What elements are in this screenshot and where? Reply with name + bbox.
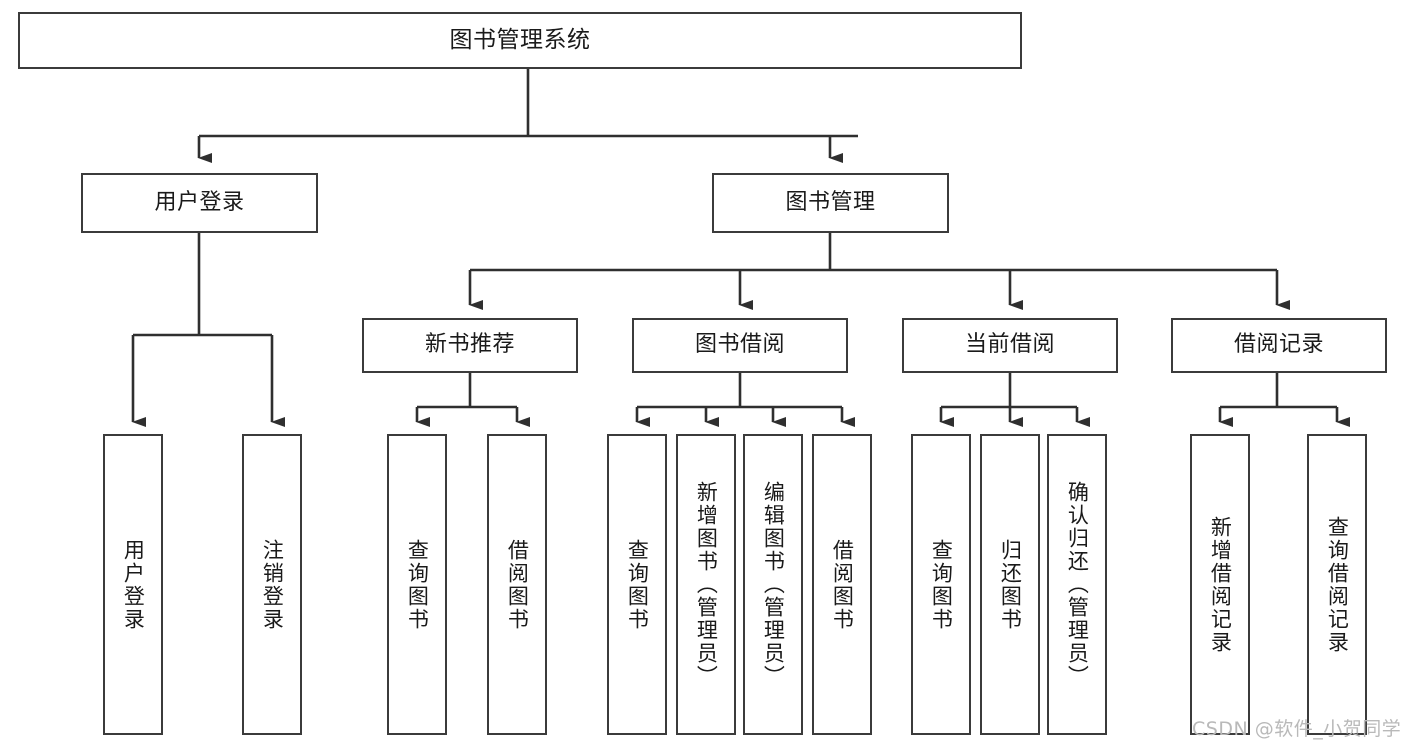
node-root-label: 图书管理系统 <box>449 26 591 53</box>
node-borrow-record[interactable]: 借阅记录 <box>1171 318 1387 373</box>
leaf-current-borrow-return-book[interactable]: 归还图书 <box>980 434 1040 735</box>
node-book-borrow-label: 图书借阅 <box>694 332 785 358</box>
leaf-user-login-login-label: 用户登录 <box>121 538 146 631</box>
leaf-user-login-login[interactable]: 用户登录 <box>103 434 163 735</box>
leaf-current-borrow-confirm-return-label: 确认归还（管理员） <box>1065 481 1090 688</box>
node-user-login-label: 用户登录 <box>154 189 245 215</box>
leaf-borrow-record-query-record-label: 查询借阅记录 <box>1325 515 1350 654</box>
leaf-book-borrow-query-book-label: 查询图书 <box>625 538 650 631</box>
node-book-borrow[interactable]: 图书借阅 <box>632 318 848 373</box>
node-new-book-recommend[interactable]: 新书推荐 <box>362 318 578 373</box>
leaf-user-login-logout-label: 注销登录 <box>260 538 285 631</box>
leaf-borrow-record-add-record-label: 新增借阅记录 <box>1208 515 1233 654</box>
leaf-current-borrow-return-book-label: 归还图书 <box>998 538 1023 631</box>
node-book-management-label: 图书管理 <box>785 189 876 215</box>
leaf-new-book-borrow-book[interactable]: 借阅图书 <box>487 434 547 735</box>
node-current-borrow[interactable]: 当前借阅 <box>902 318 1118 373</box>
leaf-user-login-logout[interactable]: 注销登录 <box>242 434 302 735</box>
leaf-new-book-query-book-label: 查询图书 <box>405 538 430 631</box>
leaf-book-borrow-edit-book-label: 编辑图书（管理员） <box>761 481 786 688</box>
leaf-new-book-query-book[interactable]: 查询图书 <box>387 434 447 735</box>
node-borrow-record-label: 借阅记录 <box>1233 332 1324 358</box>
node-user-login[interactable]: 用户登录 <box>81 173 318 233</box>
leaf-current-borrow-query-book-label: 查询图书 <box>929 538 954 631</box>
node-book-management[interactable]: 图书管理 <box>712 173 949 233</box>
node-root-book-management-system[interactable]: 图书管理系统 <box>18 12 1022 69</box>
leaf-book-borrow-add-book-label: 新增图书（管理员） <box>694 481 719 688</box>
leaf-book-borrow-query-book[interactable]: 查询图书 <box>607 434 667 735</box>
leaf-book-borrow-borrow-book-label: 借阅图书 <box>830 538 855 631</box>
node-new-book-recommend-label: 新书推荐 <box>424 332 515 358</box>
leaf-book-borrow-borrow-book[interactable]: 借阅图书 <box>812 434 872 735</box>
leaf-current-borrow-query-book[interactable]: 查询图书 <box>911 434 971 735</box>
leaf-borrow-record-add-record[interactable]: 新增借阅记录 <box>1190 434 1250 735</box>
leaf-current-borrow-confirm-return[interactable]: 确认归还（管理员） <box>1047 434 1107 735</box>
leaf-borrow-record-query-record[interactable]: 查询借阅记录 <box>1307 434 1367 735</box>
node-current-borrow-label: 当前借阅 <box>964 332 1055 358</box>
leaf-book-borrow-edit-book[interactable]: 编辑图书（管理员） <box>743 434 803 735</box>
leaf-book-borrow-add-book[interactable]: 新增图书（管理员） <box>676 434 736 735</box>
leaf-new-book-borrow-book-label: 借阅图书 <box>505 538 530 631</box>
